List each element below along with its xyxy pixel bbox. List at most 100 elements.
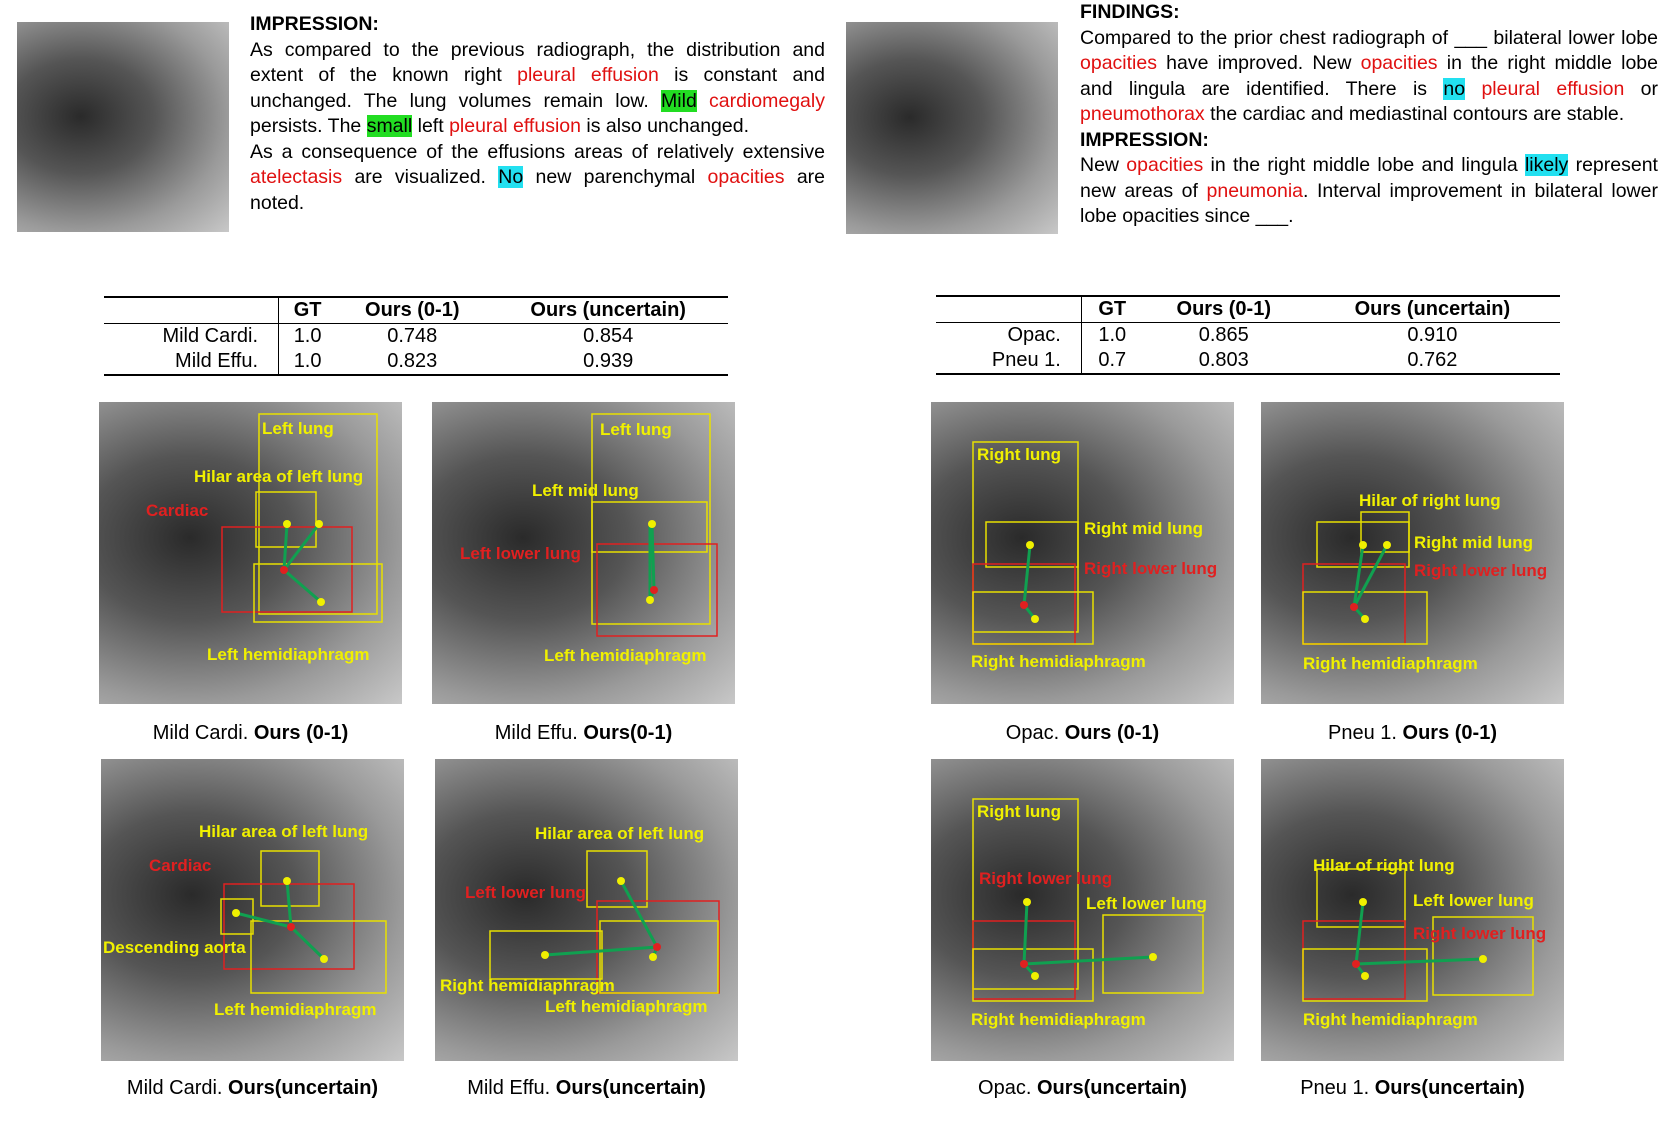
xray-panel-mild-cardi-01: Left lung Hilar area of left lung Cardia…: [99, 402, 402, 704]
caption-text: Mild Cardi.: [152, 722, 254, 744]
top-right-xray-image: [846, 22, 1058, 234]
highlighted-term: small: [366, 115, 413, 137]
point: [1031, 615, 1039, 623]
label-mid-lung: Right mid lung: [1084, 519, 1203, 538]
arrow: [1023, 955, 1154, 966]
label-right-lung: Right lung: [977, 445, 1061, 464]
table-header: GT: [278, 296, 337, 324]
caption-text: Opac.: [978, 1077, 1037, 1099]
point: [315, 520, 323, 528]
label-hilar: Hilar of right lung: [1313, 856, 1455, 875]
hemidiaphragm-box: [972, 948, 1094, 1002]
label-right-lung: Right lung: [977, 802, 1061, 821]
annotation-overlay: Right lung Right mid lung Right lower lu…: [971, 441, 1217, 671]
left-report-paragraph-1: As compared to the previous radiograph, …: [250, 38, 825, 140]
table-header: Ours (uncertain): [488, 296, 728, 324]
point: [287, 923, 295, 931]
mid-lung-box: [1316, 521, 1410, 568]
point: [646, 596, 654, 604]
label-left-lower-lung: Left lower lung: [1413, 891, 1534, 910]
point: [320, 955, 328, 963]
point: [648, 520, 656, 528]
caption-text: Opac.: [1005, 722, 1065, 744]
label-lower-lung: Left lower lung: [460, 544, 581, 563]
right-lower-lung-box: [1302, 920, 1406, 1000]
finding-term: opacities: [1080, 52, 1157, 74]
caption-text: Pneu 1.: [1300, 1077, 1375, 1099]
annotation-overlay: Hilar of right lung Right mid lung Right…: [1302, 491, 1547, 673]
caption-text: Mild Effu.: [494, 722, 584, 744]
caption-text: Mild Effu.: [467, 1077, 556, 1099]
caption: Pneu 1. Ours(uncertain): [1261, 1077, 1564, 1100]
table-cell: 1.0: [1098, 324, 1127, 346]
hemidiaphragm-box: [1302, 591, 1428, 645]
finding-term: atelectasis: [250, 166, 343, 188]
table-cell: 0.823: [336, 349, 489, 376]
table-cell: Pneu 1.: [936, 348, 1082, 375]
caption: Mild Cardi. Ours (0-1): [99, 722, 402, 745]
label-lower-lung: Right lower lung: [1084, 559, 1217, 578]
xray-panel-pneu-01: Hilar of right lung Right mid lung Right…: [1261, 402, 1564, 704]
left-report-paragraph-2: As a consequence of the effusions areas …: [250, 140, 825, 217]
arrow: [235, 911, 292, 929]
label-right-lower-lung: Right lower lung: [979, 869, 1112, 888]
label-hilar: Hilar area of left lung: [199, 822, 368, 841]
annotation-overlay: Hilar area of left lung Left lower lung …: [440, 824, 720, 1016]
table-cell: 0.910: [1407, 324, 1458, 346]
label-mid-lung: Right mid lung: [1414, 533, 1533, 552]
finding-term: opacities: [1360, 52, 1438, 74]
label-left-lung: Left lung: [262, 419, 334, 438]
label-lower-lung: Right lower lung: [1414, 561, 1547, 580]
hemidiaphragm-box: [250, 920, 387, 994]
table-header: Ours (0-1): [1142, 295, 1305, 323]
finding-term: opacities: [707, 166, 785, 188]
annotation-overlay: Hilar of right lung Left lower lung Righ…: [1302, 856, 1546, 1029]
xray-panel-mild-effu-01: Left lung Left mid lung Left lower lung …: [432, 402, 735, 704]
top-left-xray-image: [17, 22, 229, 232]
report-text: persists. The: [250, 115, 367, 137]
report-text: the cardiac and mediastinal contours are…: [1204, 103, 1625, 125]
hilar-box: [586, 850, 648, 908]
report-text: As compared to the previous radiograph, …: [250, 38, 825, 87]
highlighted-term: Mild: [661, 89, 697, 112]
point: [653, 943, 661, 951]
annotation-overlay: Hilar area of left lung Cardiac Descendi…: [103, 822, 387, 1019]
caption: Mild Effu. Ours(0-1): [432, 722, 735, 745]
point: [1383, 541, 1391, 549]
table-cell: 0.748: [387, 325, 438, 347]
hemidiaphragm-box: [972, 591, 1094, 645]
table-cell: 0.803: [1142, 348, 1305, 375]
right-hemidiaphragm-box: [489, 930, 603, 980]
table-cell: 0.865: [1198, 324, 1249, 346]
arrow: [283, 568, 322, 604]
caption-bold: Ours (0-1): [1064, 722, 1160, 744]
point: [283, 520, 291, 528]
label-hemidiaphragm: Left hemidiaphragm: [214, 1000, 376, 1019]
arrow: [1352, 544, 1389, 608]
report-text: is constant and unchanged. The lung volu…: [250, 64, 825, 112]
report-text: new parenchymal: [523, 166, 708, 188]
label-hilar: Hilar of right lung: [1359, 491, 1501, 510]
finding-term: pleural effusion: [1481, 77, 1625, 100]
caption-text: Mild Cardi.: [126, 1077, 229, 1099]
point: [283, 877, 291, 885]
report-text: are visualized.: [342, 166, 499, 188]
point: [1479, 955, 1487, 963]
point: [1026, 541, 1034, 549]
caption-text: Pneu 1.: [1328, 722, 1403, 744]
arrow: [1022, 901, 1029, 965]
table-cell: 1.0: [278, 349, 337, 376]
point: [1149, 953, 1157, 961]
report-text: New: [1080, 154, 1127, 176]
label-hilar: Hilar area of left lung: [194, 467, 363, 486]
xray-panel-mild-effu-uncertain: Hilar area of left lung Left lower lung …: [435, 759, 738, 1061]
label-left-hemidiaphragm: Left hemidiaphragm: [545, 997, 707, 1016]
right-report-paragraph-1: Compared to the prior chest radiograph o…: [1080, 26, 1658, 128]
report-text: is also unchanged.: [580, 115, 750, 137]
right-report-impression-heading: IMPRESSION:: [1080, 128, 1209, 151]
report-text: [1465, 78, 1481, 100]
xray-panel-opac-01: Right lung Right mid lung Right lower lu…: [931, 402, 1234, 704]
label-hemidiaphragm: Right hemidiaphragm: [971, 652, 1146, 671]
report-text: [697, 90, 709, 112]
right-report: FINDINGS: Compared to the prior chest ra…: [1080, 0, 1658, 230]
